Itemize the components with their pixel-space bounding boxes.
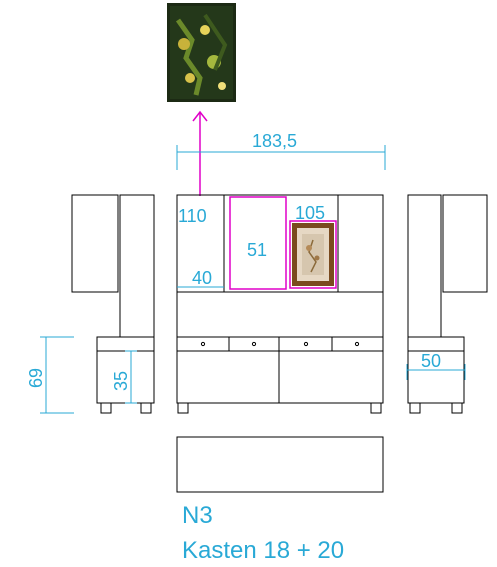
top-photo: [167, 3, 236, 102]
base-depth-dimension: 35: [111, 350, 137, 404]
upper-right-label: 105: [295, 203, 325, 223]
side-depth-label: 50: [421, 351, 441, 371]
base-height-dimension: 69: [26, 336, 74, 414]
side-depth-dimension: 50: [406, 351, 466, 380]
plan-view: [176, 436, 384, 493]
center-open-compartment: 51: [229, 196, 287, 290]
base-depth-label: 35: [111, 371, 131, 391]
right-side-view: [407, 194, 488, 414]
framed-picture: [289, 220, 337, 289]
upper-left-label: 110: [178, 206, 207, 226]
reference-arrow: [192, 110, 208, 196]
caption-description: Kasten 18 + 20: [182, 537, 344, 564]
shelf-depth-dimension: 40: [177, 268, 224, 288]
front-view: [176, 194, 384, 414]
caption-code: N3: [182, 502, 213, 529]
center-open-label: 51: [247, 240, 267, 260]
total-width-label: 183,5: [252, 131, 297, 151]
base-height-label: 69: [26, 368, 46, 388]
total-width-dimension: 183,5: [176, 131, 386, 170]
shelf-depth-label: 40: [192, 268, 212, 288]
